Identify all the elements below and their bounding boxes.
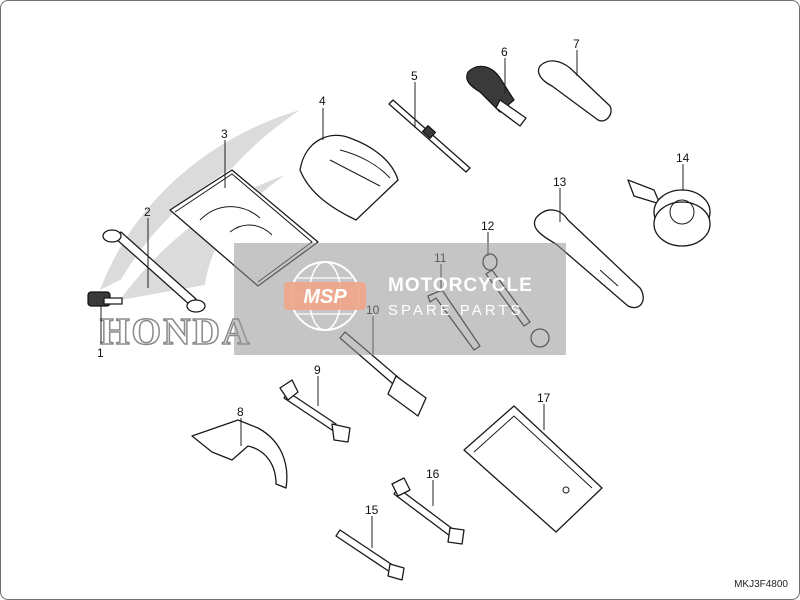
part-tool-pouch (463, 405, 603, 533)
callout-17: 17 (537, 391, 551, 405)
part-double-wrench (391, 477, 465, 545)
callout-15: 15 (365, 503, 379, 517)
callout-2: 2 (144, 205, 151, 219)
callout-1: 1 (97, 346, 104, 360)
watermark-logo-text: MSP (303, 286, 347, 308)
callout-9: 9 (314, 363, 321, 377)
globe-logo-icon: MSP (284, 261, 366, 331)
part-key (87, 291, 123, 307)
callout-4: 4 (319, 94, 326, 108)
callout-labels: 1 2 3 4 5 6 7 8 9 10 11 12 13 14 15 16 1… (97, 37, 690, 517)
callout-14: 14 (676, 151, 690, 165)
part-open-end-wrench (279, 379, 351, 443)
callout-16: 16 (426, 467, 440, 481)
part-screwdriver-handle (466, 65, 527, 127)
watermark-line-1: MOTORCYCLE (388, 275, 533, 296)
watermark-line-2: SPARE PARTS (388, 302, 524, 319)
callout-13: 13 (553, 175, 567, 189)
callout-7: 7 (573, 37, 580, 51)
callout-12: 12 (481, 219, 495, 233)
part-tire-gauge (627, 179, 711, 247)
part-tool-bag (299, 134, 399, 221)
callout-8: 8 (237, 405, 244, 419)
part-pin-spanner (191, 419, 288, 489)
part-small-wrench (335, 529, 405, 581)
part-screwdriver-bit (388, 99, 471, 173)
part-extension-pipe (533, 209, 644, 309)
part-handle-grip (537, 60, 612, 122)
callout-5: 5 (411, 69, 418, 83)
callout-3: 3 (221, 127, 228, 141)
callout-6: 6 (501, 45, 508, 59)
part-box-wrench (102, 229, 206, 313)
reference-code: MKJ3F4800 (734, 579, 788, 590)
honda-brand-mark: HONDA (100, 311, 251, 353)
